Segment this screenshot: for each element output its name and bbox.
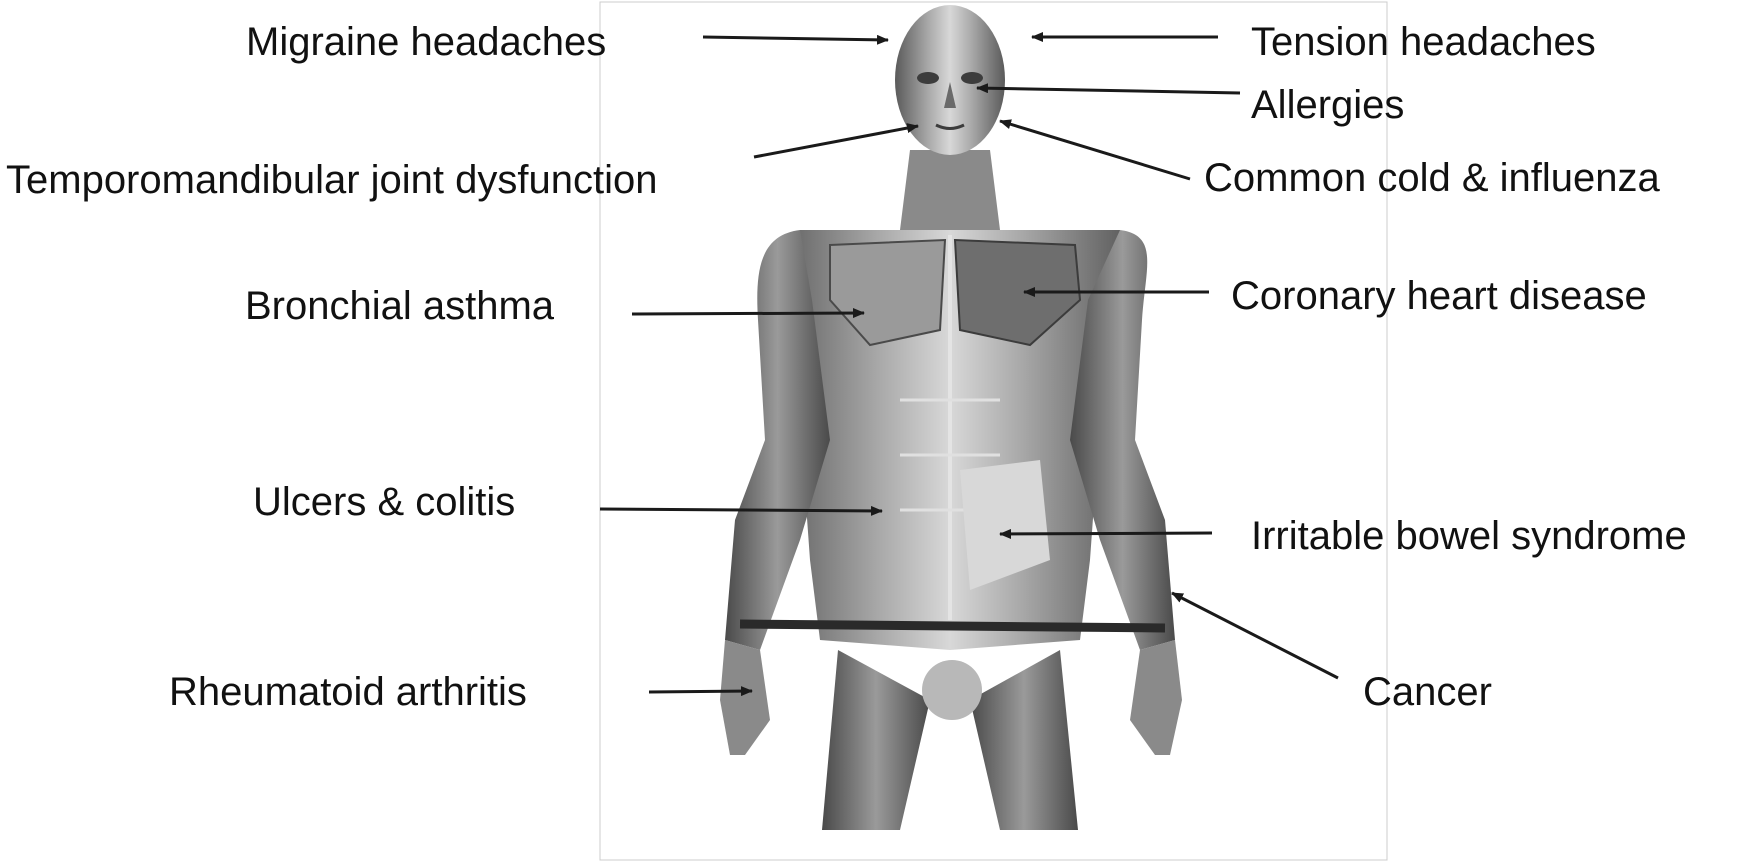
groin (922, 660, 982, 720)
arrow-ibs (1000, 533, 1212, 534)
label-migraine-headaches: Migraine headaches (246, 22, 606, 62)
head (895, 5, 1005, 155)
label-cancer: Cancer (1363, 672, 1492, 712)
label-ulcers-colitis: Ulcers & colitis (253, 482, 515, 522)
label-irritable-bowel-syndrome: Irritable bowel syndrome (1251, 516, 1687, 556)
label-bronchial-asthma: Bronchial asthma (245, 286, 554, 326)
right-eye (961, 72, 983, 84)
neck (900, 150, 1000, 230)
label-rheumatoid-arthritis: Rheumatoid arthritis (169, 672, 527, 712)
label-allergies: Allergies (1251, 85, 1404, 125)
label-tension-headaches: Tension headaches (1251, 22, 1596, 62)
arrow-asthma (632, 313, 864, 314)
label-common-cold: Common cold & influenza (1204, 158, 1660, 198)
arrow-ulcers (600, 509, 882, 511)
left-eye (917, 72, 939, 84)
arrow-arthritis (649, 691, 752, 692)
pelvic-band (740, 624, 1165, 628)
label-tmj-dysfunction: Temporomandibular joint dysfunction (6, 160, 657, 200)
label-coronary-heart-disease: Coronary heart disease (1231, 276, 1647, 316)
